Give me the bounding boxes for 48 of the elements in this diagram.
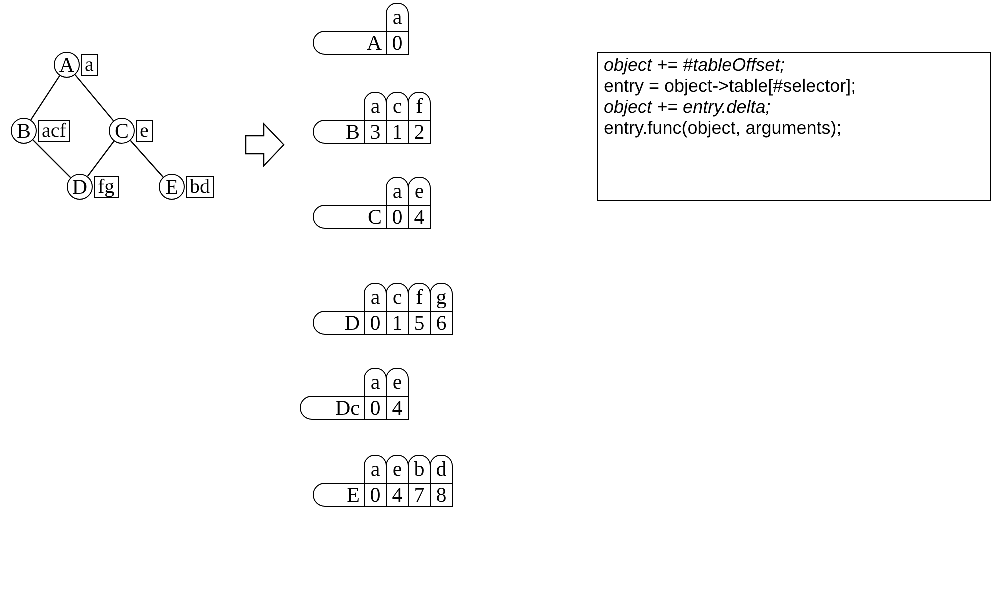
selector-list: e: [136, 120, 153, 142]
offset-value: 0: [386, 31, 409, 55]
selector-list: acf: [38, 120, 70, 142]
selector-name: a: [364, 368, 387, 397]
selector-name: a: [386, 177, 409, 206]
code-line: object += entry.delta;: [604, 97, 772, 118]
offset-value: 0: [364, 396, 387, 420]
class-circle: A: [54, 52, 80, 78]
class-label: A: [313, 31, 386, 55]
selector-name: g: [430, 283, 453, 312]
offset-value: 0: [386, 205, 409, 229]
connector-line: [30, 76, 60, 120]
selector-list: fg: [94, 176, 119, 198]
class-circle: C: [109, 118, 135, 144]
selector-name: f: [408, 92, 431, 121]
offset-value: 6: [430, 311, 453, 335]
code-line: object += #tableOffset;: [604, 55, 786, 76]
connector-line: [130, 140, 164, 178]
code-line: entry.func(object, arguments);: [604, 118, 843, 139]
offset-value: 4: [386, 396, 409, 420]
offset-value: 0: [364, 311, 387, 335]
class-label: D: [313, 311, 364, 335]
code-box: [597, 52, 991, 201]
offset-value: 0: [364, 483, 387, 507]
offset-value: 8: [430, 483, 453, 507]
selector-list: a: [81, 54, 98, 76]
class-circle: B: [11, 118, 37, 144]
selector-name: a: [364, 92, 387, 121]
connector-line: [87, 141, 115, 177]
selector-name: a: [364, 283, 387, 312]
class-label: C: [313, 205, 386, 229]
class-label: Dc: [300, 396, 364, 420]
class-label: E: [313, 483, 364, 507]
selector-name: a: [386, 3, 409, 32]
selector-name: e: [408, 177, 431, 206]
selector-name: a: [364, 455, 387, 484]
offset-value: 2: [408, 120, 431, 144]
class-circle: D: [67, 174, 93, 200]
offset-value: 3: [364, 120, 387, 144]
code-line: entry = object->table[#selector];: [604, 76, 858, 97]
selector-name: e: [386, 368, 409, 397]
class-circle: E: [159, 174, 185, 200]
class-label: B: [313, 120, 364, 144]
selector-name: d: [430, 455, 453, 484]
connector-line: [32, 140, 72, 178]
connector-line: [74, 74, 114, 122]
offset-value: 4: [408, 205, 431, 229]
selector-list: bd: [186, 176, 214, 198]
